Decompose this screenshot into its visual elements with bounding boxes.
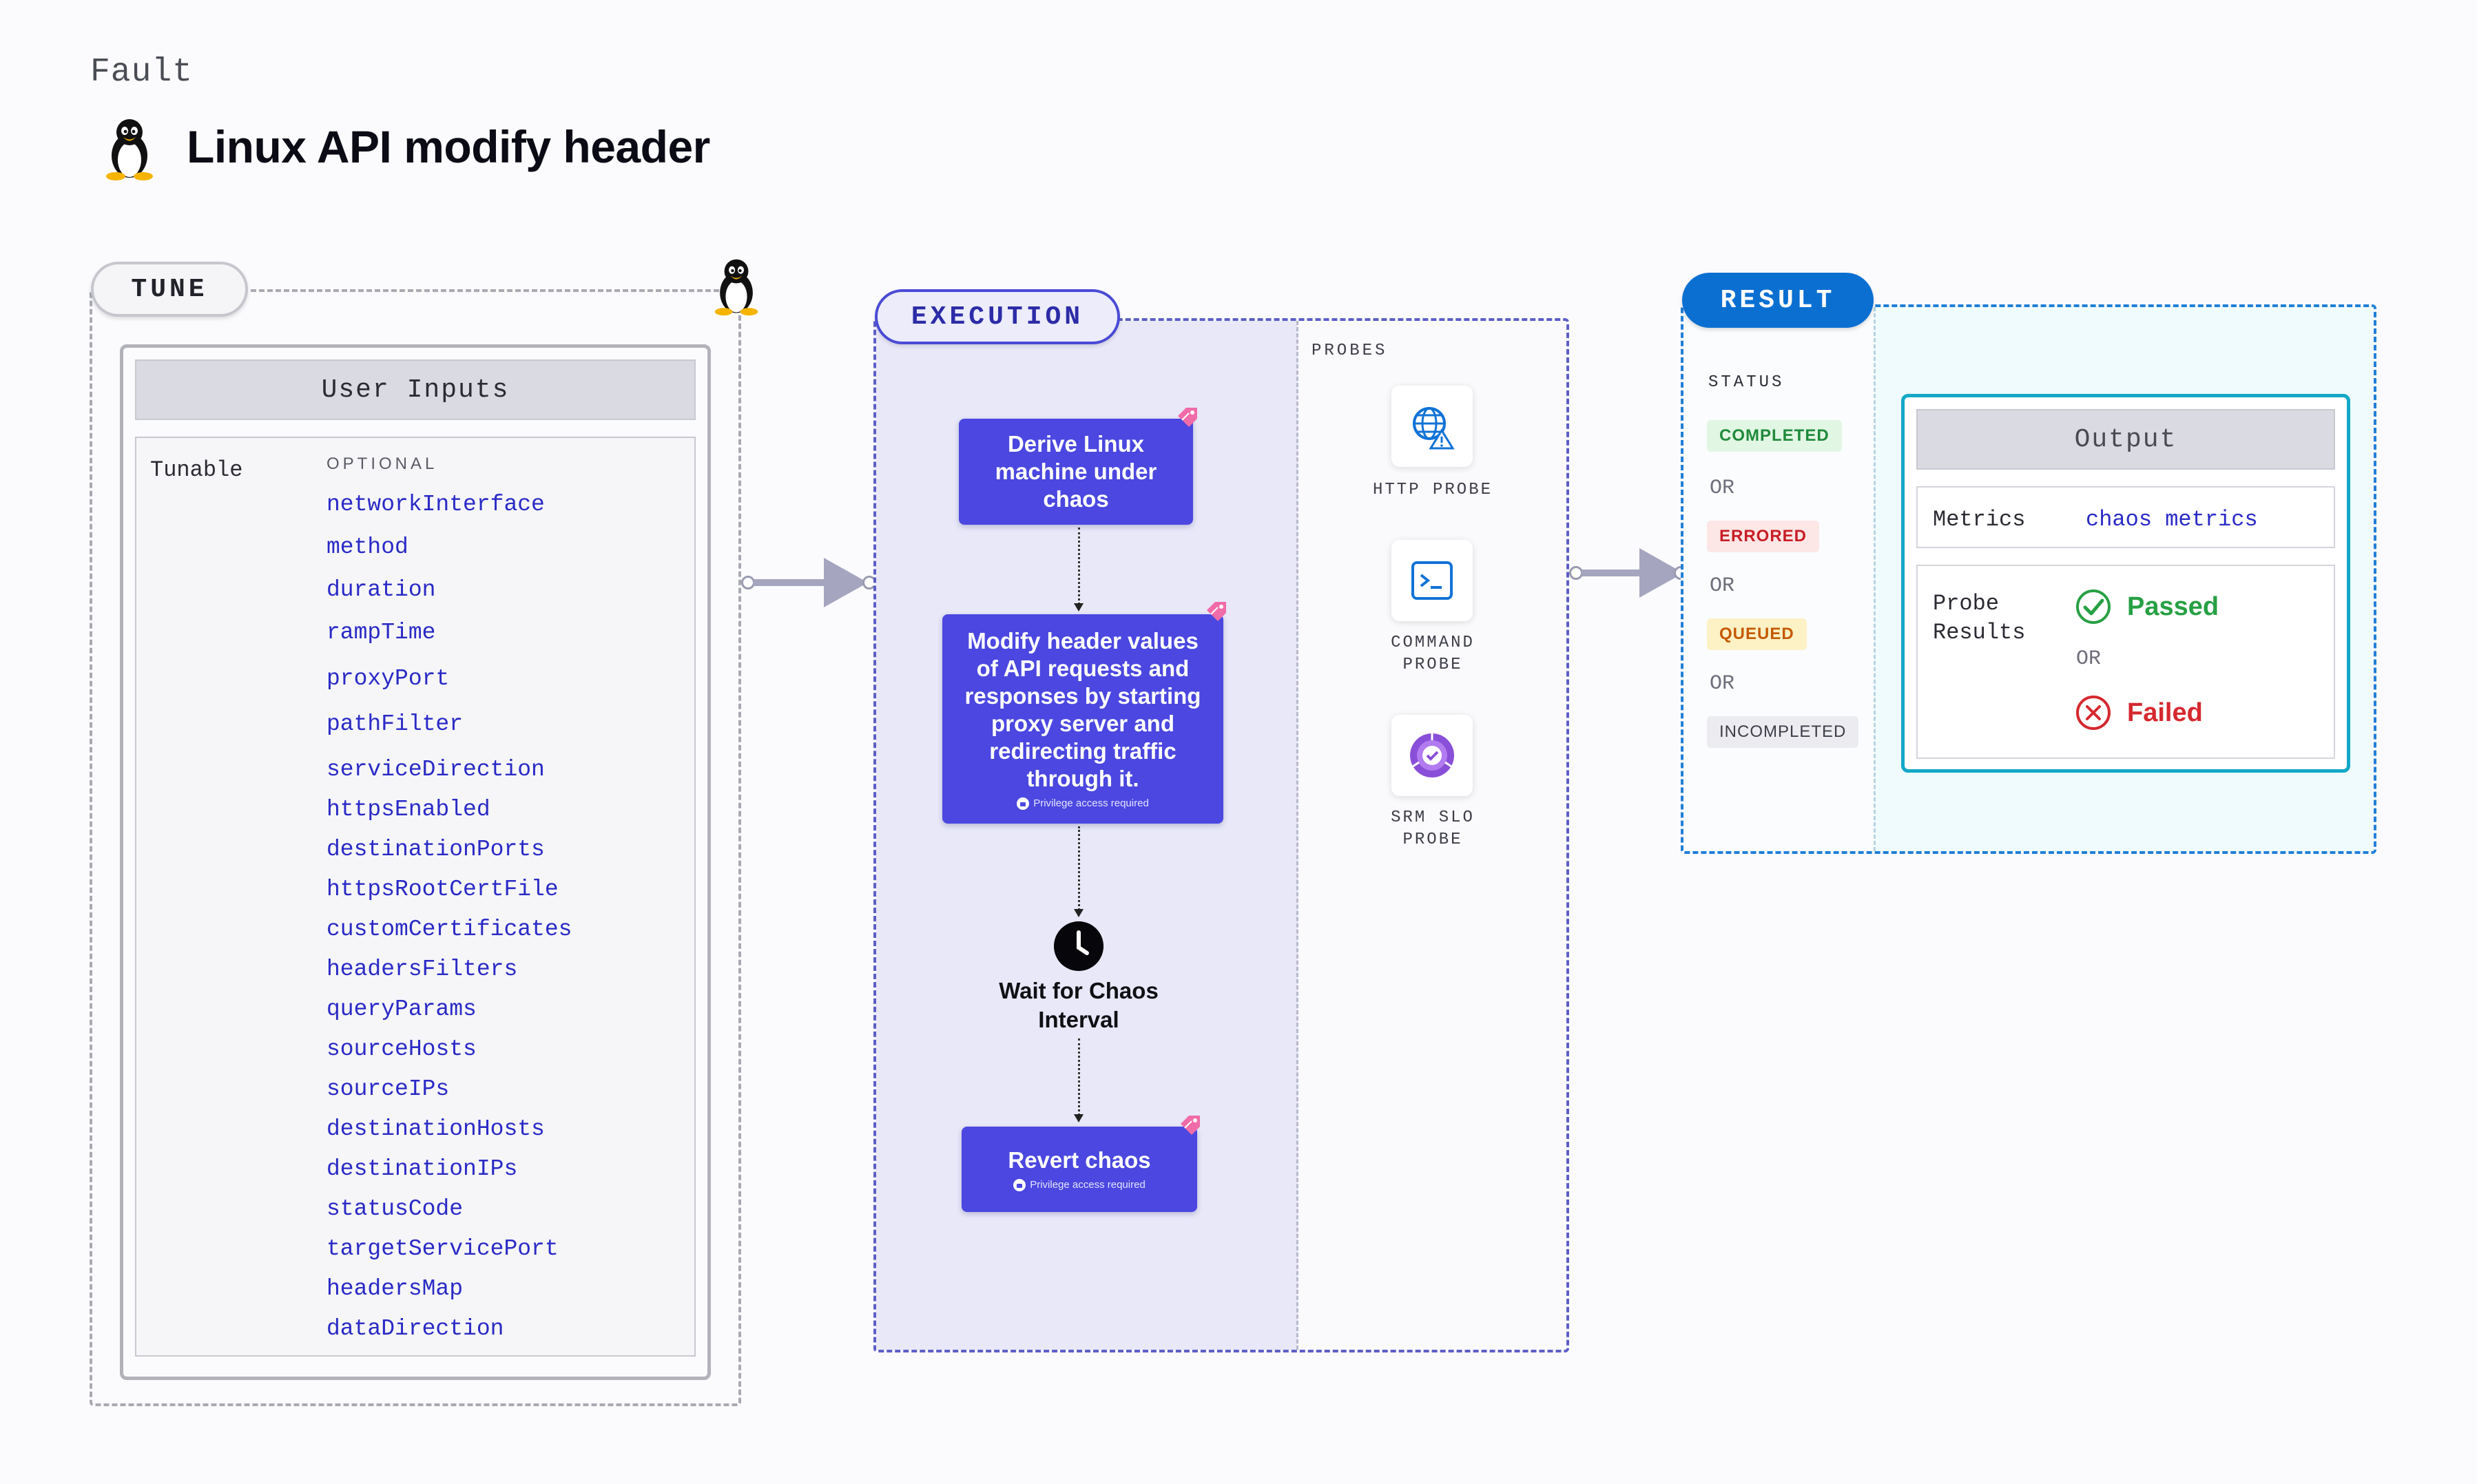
param-service-direction: serviceDirection [327, 757, 545, 782]
step-wait-label: Wait for Chaos Interval [999, 978, 1159, 1032]
arrow-right-icon [824, 558, 868, 607]
flow-connector [1078, 1038, 1080, 1116]
param-https-enabled: httpsEnabled [327, 797, 490, 822]
probes-label: PROBES [1312, 342, 1388, 360]
metrics-value: chaos metrics [2086, 507, 2258, 532]
connector-start-dot [741, 576, 755, 589]
step-derive-label: Derive Linux machine under chaos [995, 431, 1157, 512]
failed-label: Failed [2127, 698, 2203, 727]
step-derive-machine: Derive Linux machine under chaos [959, 419, 1193, 525]
user-inputs-title: User Inputs [135, 359, 696, 420]
globe-warning-icon [1413, 407, 1455, 450]
privilege-note: Privilege access required [1017, 797, 1149, 811]
param-proxy-port: proxyPort [327, 666, 450, 691]
tune-section [90, 289, 741, 1406]
status-badge-errored: ERRORED [1707, 521, 1820, 552]
slo-check-icon [1410, 733, 1454, 777]
linux-penguin-icon [714, 259, 758, 316]
result-pill: RESULT [1682, 273, 1874, 328]
param-method: method [327, 534, 408, 560]
eyebrow-label: Fault [90, 54, 194, 91]
flow-connector [1078, 826, 1080, 910]
param-data-direction: dataDirection [327, 1316, 504, 1341]
param-source-hosts: sourceHosts [327, 1036, 477, 1062]
metrics-row [1916, 486, 2335, 548]
or-label: OR [2076, 647, 2102, 671]
command-probe-label: COMMAND PROBE [1391, 634, 1475, 674]
x-circle-icon [2076, 696, 2111, 730]
param-destination-ips: destinationIPs [327, 1156, 518, 1182]
lock-icon [1017, 797, 1030, 810]
result-divider [1874, 307, 1876, 851]
check-circle-icon [2076, 589, 2111, 624]
param-custom-certificates: customCertificates [327, 917, 572, 942]
http-probe-tile [1391, 386, 1473, 467]
flow-connector [1078, 527, 1080, 605]
arrow-down-icon [1074, 603, 1084, 612]
param-headers-filters: headersFilters [327, 957, 518, 982]
lock-icon [1013, 1179, 1026, 1191]
connector-start-dot [1569, 566, 1583, 580]
or-label: OR [1710, 477, 1735, 500]
or-label: OR [1710, 672, 1735, 696]
param-https-root-cert-file: httpsRootCertFile [327, 877, 559, 902]
param-network-interface: networkInterface [327, 492, 545, 517]
privilege-note: Privilege access required [1013, 1178, 1146, 1192]
clock-icon [1054, 921, 1103, 971]
param-query-params: queryParams [327, 996, 477, 1022]
step-revert-chaos: Revert chaos Privilege access required [962, 1127, 1197, 1212]
chaos-tag-icon [1181, 1116, 1200, 1135]
execution-divider [1296, 321, 1298, 1350]
connector-line [1582, 569, 1650, 576]
probe-results-label: Probe Results [1933, 591, 2026, 645]
tunable-label: Tunable [150, 457, 243, 483]
optional-label: OPTIONAL [327, 454, 438, 473]
connector-line [754, 579, 833, 586]
privilege-note-text: Privilege access required [1033, 797, 1149, 809]
arrow-right-icon [1639, 548, 1683, 598]
page-title: Linux API modify header [187, 121, 710, 172]
arrow-down-icon [1074, 1114, 1084, 1122]
http-probe-label: HTTP PROBE [1372, 481, 1493, 499]
or-label: OR [1710, 574, 1735, 598]
param-duration: duration [327, 577, 436, 603]
privilege-note-text: Privilege access required [1030, 1179, 1146, 1191]
probe-results-row [1916, 565, 2335, 759]
passed-label: Passed [2127, 592, 2219, 621]
param-ramp-time: rampTime [327, 620, 436, 645]
chaos-tag-icon [1178, 408, 1197, 427]
terminal-icon [1411, 561, 1453, 600]
param-status-code: statusCode [327, 1196, 464, 1222]
status-label: STATUS [1708, 373, 1785, 392]
param-target-service-port: targetServicePort [327, 1236, 559, 1262]
status-badge-completed: COMPLETED [1707, 420, 1842, 452]
output-title: Output [1916, 409, 2335, 470]
chaos-tag-icon [1207, 602, 1226, 621]
param-destination-hosts: destinationHosts [327, 1116, 545, 1142]
srm-slo-probe-label: SRM SLO PROBE [1391, 808, 1475, 849]
param-source-ips: sourceIPs [327, 1076, 450, 1102]
arrow-down-icon [1074, 909, 1084, 917]
step-modify-label: Modify header values of API requests and… [964, 628, 1201, 791]
metrics-label: Metrics [1933, 507, 2026, 532]
tune-pill: TUNE [91, 262, 248, 317]
inputs-body [135, 437, 696, 1357]
param-path-filter: pathFilter [327, 711, 464, 737]
srm-slo-probe-tile [1391, 715, 1473, 796]
param-destination-ports: destinationPorts [327, 837, 545, 862]
status-badge-incompleted: INCOMPLETED [1707, 716, 1859, 748]
command-probe-tile [1391, 540, 1473, 621]
linux-penguin-icon [106, 119, 153, 180]
execution-pill: EXECUTION [875, 289, 1120, 344]
step-revert-label: Revert chaos [1008, 1147, 1151, 1173]
status-badge-queued: QUEUED [1707, 618, 1807, 650]
step-modify-header: Modify header values of API requests and… [942, 614, 1223, 824]
param-headers-map: headersMap [327, 1276, 464, 1302]
